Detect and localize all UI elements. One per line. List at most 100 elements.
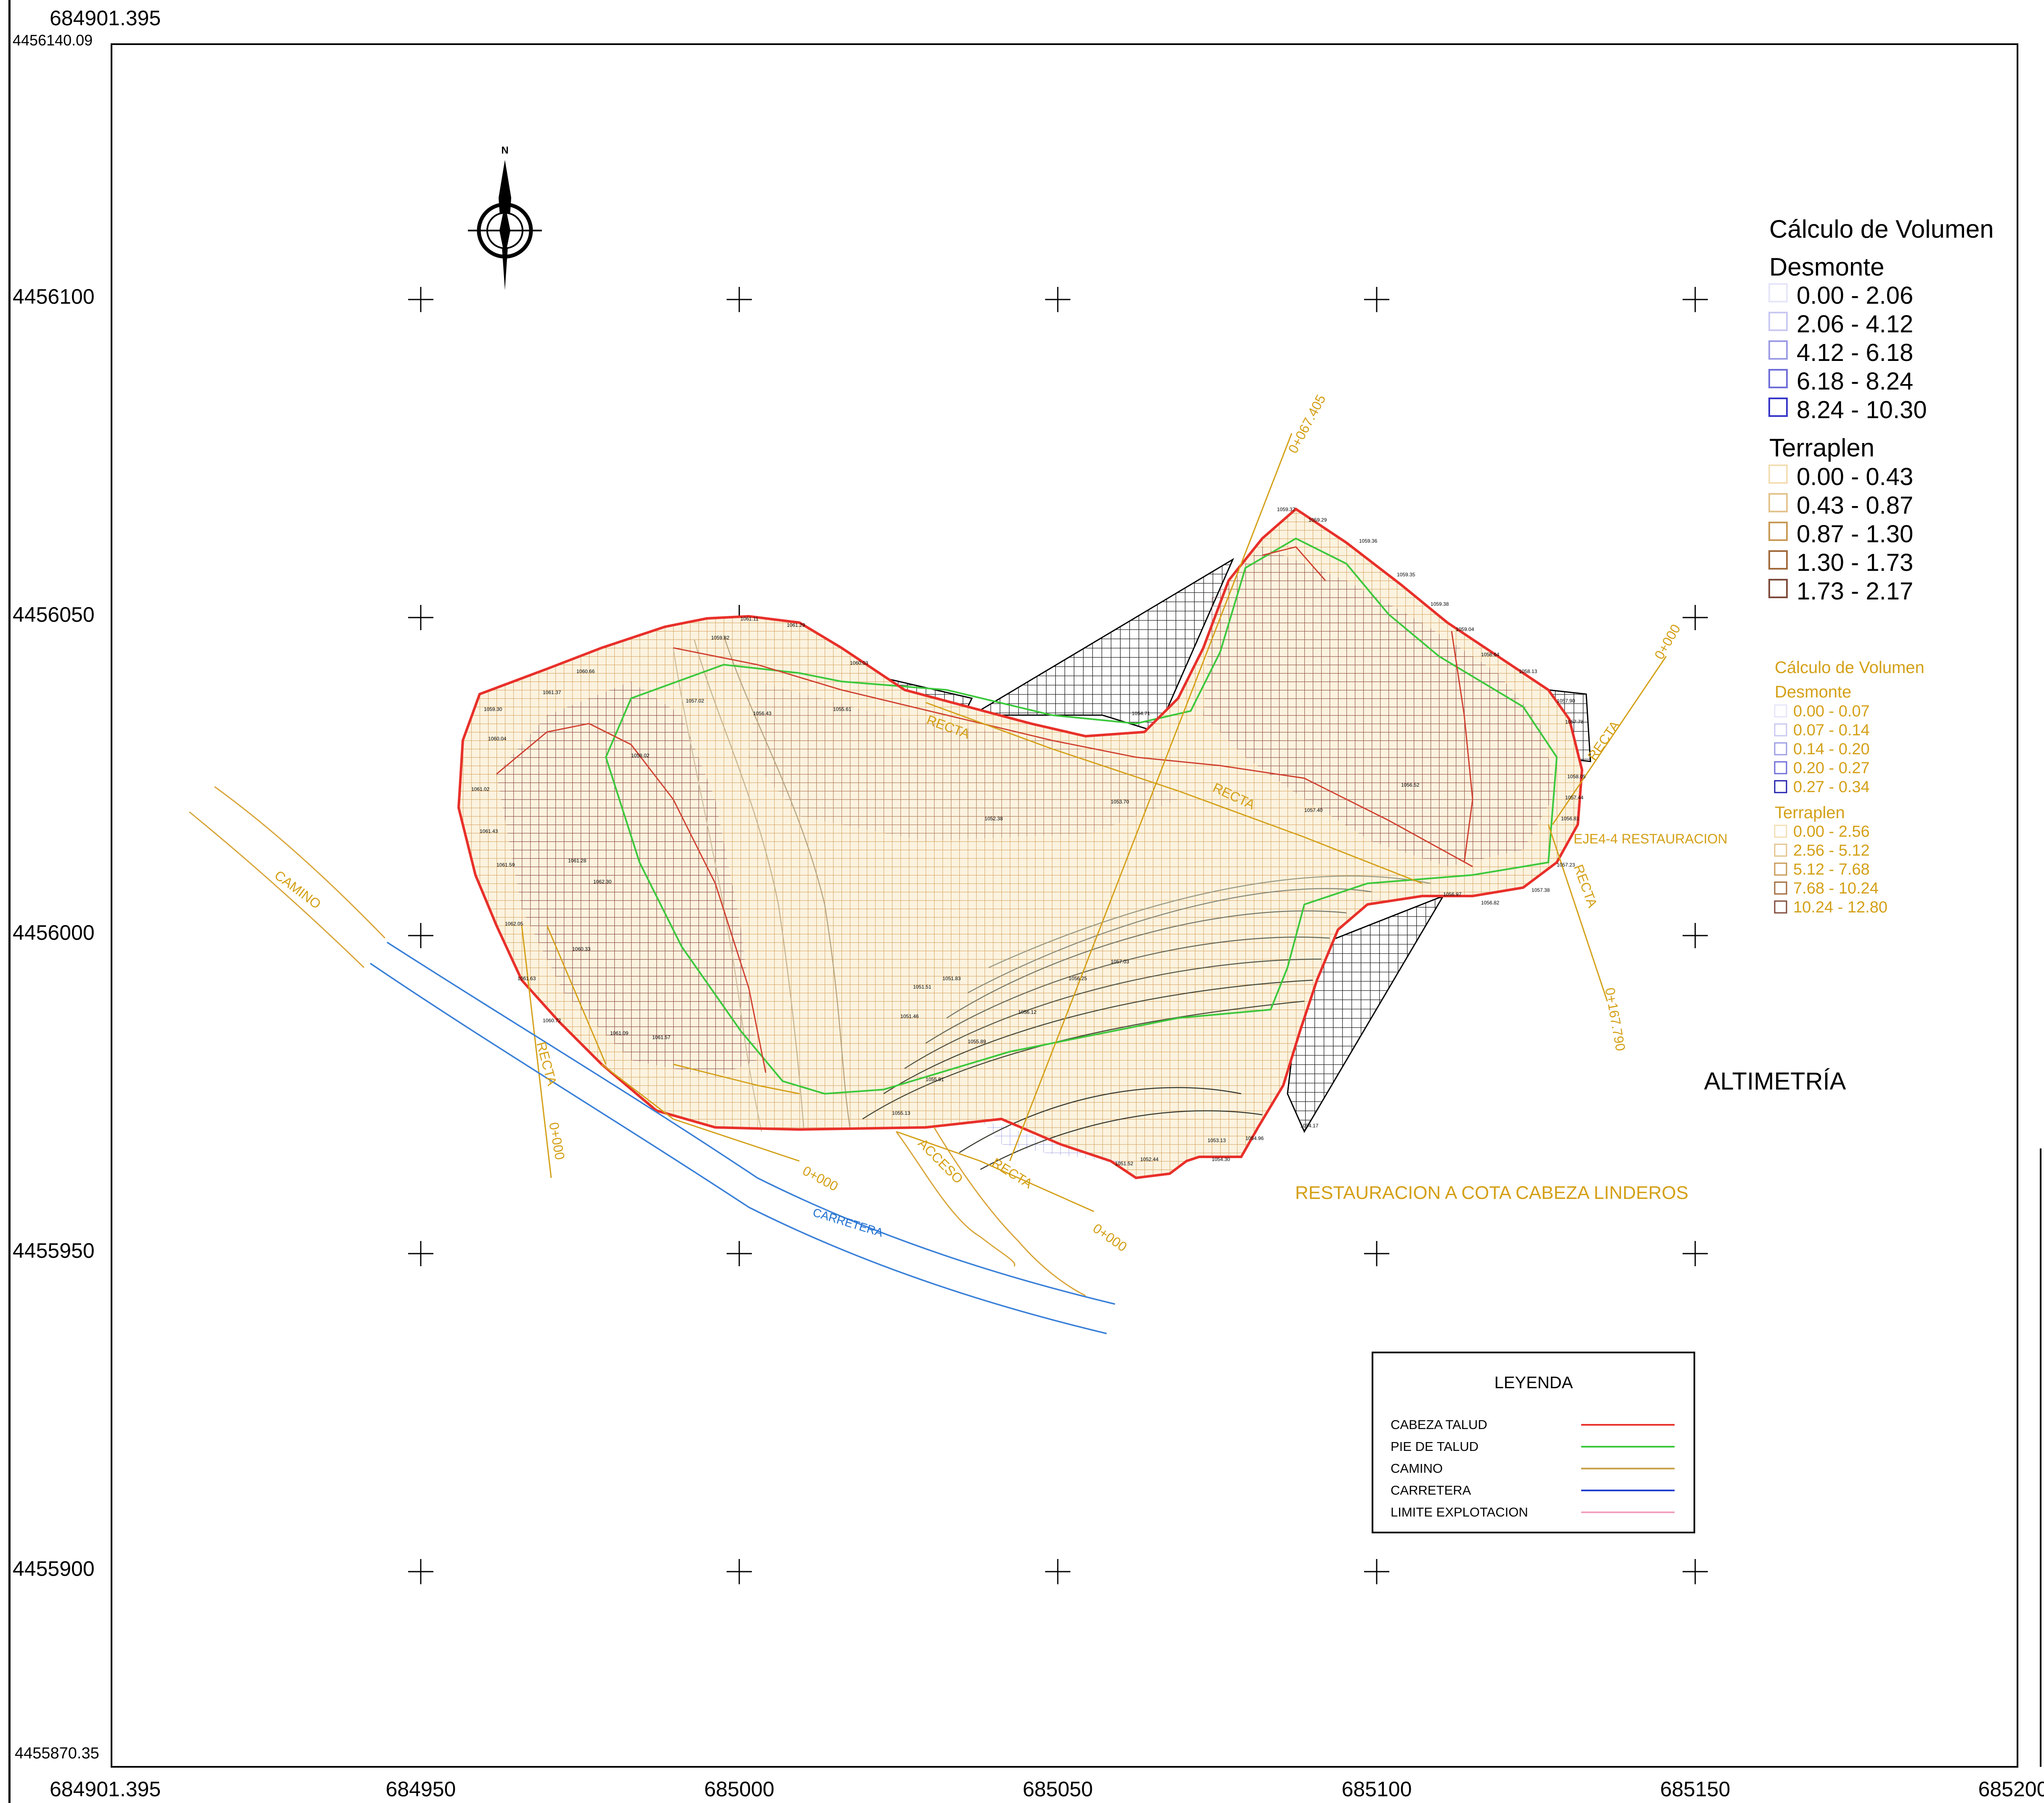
terraplen-small-entry: 5.12 - 7.68 [1774,861,1870,878]
axis-line [601,1063,800,1162]
volume-legend: Cálculo de Volumen Desmonte 0.00 - 2.06 … [1768,215,1994,605]
carretera-road [370,941,1115,1334]
legend-swatch [1768,340,1788,360]
spot-height: 1058.13 [1519,668,1537,674]
spot-height: 1057.90 [1557,698,1575,704]
spot-height: 1051.83 [942,976,961,981]
legend-range: 2.06 - 4.12 [1797,310,1913,338]
desmonte-small-entry: 0.27 - 0.34 [1774,778,1870,796]
carretera-edge [387,941,1115,1305]
spot-height: 1061.11 [741,616,759,622]
volume-legend-small-title: Cálculo de Volumen [1775,658,1925,677]
grid-cross [408,605,433,630]
legend-swatch [1768,550,1788,570]
inner-talud-line [1262,546,1326,581]
spot-height: 1057.03 [1111,959,1129,965]
legend-range: 7.68 - 10.24 [1793,880,1879,897]
legend-swatch [1768,493,1788,512]
line-legend-label: CARRETERA [1391,1483,1471,1498]
legend-swatch [1768,464,1788,484]
legend-swatch [1768,283,1788,302]
legend-range: 1.73 - 2.17 [1797,578,1913,605]
desmonte-entry: 8.24 - 10.30 [1768,396,1927,424]
spot-height: 1061.02 [471,786,490,792]
deep-fill-east [1203,547,1557,867]
grid-cross [1364,1241,1389,1266]
x-tick-label: 685100 [1342,1777,1412,1801]
contour-line [959,1087,1242,1153]
spot-height: 1062.05 [505,921,523,927]
contour-line [904,958,1322,1069]
legend-range: 8.24 - 10.30 [1797,396,1927,424]
altimetria-title: ALTIMETRÍA [1704,1068,1846,1095]
restauracion-eje-label: EJE4-4 RESTAURACION [1574,831,1728,846]
station-label: 0+167.790 [1602,986,1628,1052]
spot-height: 1057.38 [1532,887,1550,893]
y-axis-labels: 4456100 4456050 4456000 4455950 4455900 [13,285,95,1580]
y-tick-label: 4455950 [13,1239,95,1262]
line-legend-entry: PIE DE TALUD [1391,1439,1675,1454]
spot-height: 1059.04 [1456,626,1474,632]
station-label: 0+000 [1651,622,1683,662]
line-legend-label: CAMINO [1391,1461,1443,1476]
grid-cross [408,1559,433,1584]
legend-range: 0.43 - 0.87 [1797,492,1913,519]
left-frame-edge [8,0,11,1803]
spot-height: 1059.35 [1397,572,1415,578]
contour-line [967,888,1372,994]
spot-height: 1054.96 [1245,1135,1264,1141]
spot-height: 1056.43 [753,711,772,716]
inner-talud-line [673,647,1473,867]
spot-heights: 1061.111061.291060.031059.371059.291059.… [471,506,1586,1167]
spot-height: 1057.40 [1304,807,1323,813]
terraplen-small-entry: 7.68 - 10.24 [1774,880,1879,897]
legend-range: 0.14 - 0.20 [1793,740,1870,758]
spot-height: 1061.29 [787,622,805,628]
axis-line [673,1063,800,1095]
contour-lines [672,635,1431,1170]
spot-height: 1057.44 [1565,795,1584,801]
spot-height: 1056.25 [1069,976,1087,981]
legend-swatch [1768,579,1788,598]
legend-range: 2.56 - 5.12 [1793,842,1870,859]
spot-height: 1056.12 [1018,1009,1037,1015]
x-tick-label: 685050 [1023,1777,1093,1801]
axis-line [896,1131,1094,1212]
terraplen-entry: 1.73 - 2.17 [1768,578,1913,605]
spot-height: 1061.28 [568,858,587,864]
top-left-easting: 684901.395 [50,6,161,30]
spot-height: 1061.37 [543,689,561,695]
spot-height: 1059.38 [1431,601,1449,607]
terraplen-entry: 0.87 - 1.30 [1768,520,1913,548]
spot-height: 1051.52 [1115,1161,1133,1167]
desmonte-small-title: Desmonte [1775,683,1851,701]
line-legend-label: CABEZA TALUD [1391,1417,1487,1432]
grid-cross [1364,287,1389,312]
spot-height: 1062.30 [593,879,612,885]
legend-range: 0.00 - 0.43 [1797,463,1913,491]
line-legend-label: PIE DE TALUD [1391,1439,1479,1454]
cabeza-talud-outline [457,507,1584,1180]
restauracion-axes [521,433,1667,1212]
restauracion-cota-title: RESTAURACION A COTA CABEZA LINDEROS [1295,1183,1688,1203]
contour-line [883,979,1313,1095]
axis-line [1552,656,1667,825]
spot-height: 1059.82 [711,635,730,641]
x-axis-labels: 684950 685000 685050 685100 685150 68520… [386,1777,2044,1801]
legend-range: 0.87 - 1.30 [1797,520,1913,548]
inner-talud-lines [496,546,1473,1073]
contour-line [988,875,1431,968]
legend-range: 0.27 - 0.34 [1793,778,1870,796]
station-label: 0+067.405 [1285,392,1328,456]
line-legend-label: LIMITE EXPLOTACION [1391,1505,1528,1519]
volume-legend-small: Cálculo de Volumen Desmonte 0.00 - 0.07 … [1774,658,1925,916]
spot-height: 1059.29 [1309,517,1327,523]
spot-height: 1060.04 [488,736,507,742]
legend-range: 0.00 - 0.07 [1793,703,1870,720]
legend-range: 4.12 - 6.18 [1797,339,1913,366]
legend-swatch [1774,742,1787,756]
spot-height: 1051.51 [913,984,932,990]
spot-height: 1054.17 [1300,1123,1319,1129]
camino-edge [214,786,386,939]
